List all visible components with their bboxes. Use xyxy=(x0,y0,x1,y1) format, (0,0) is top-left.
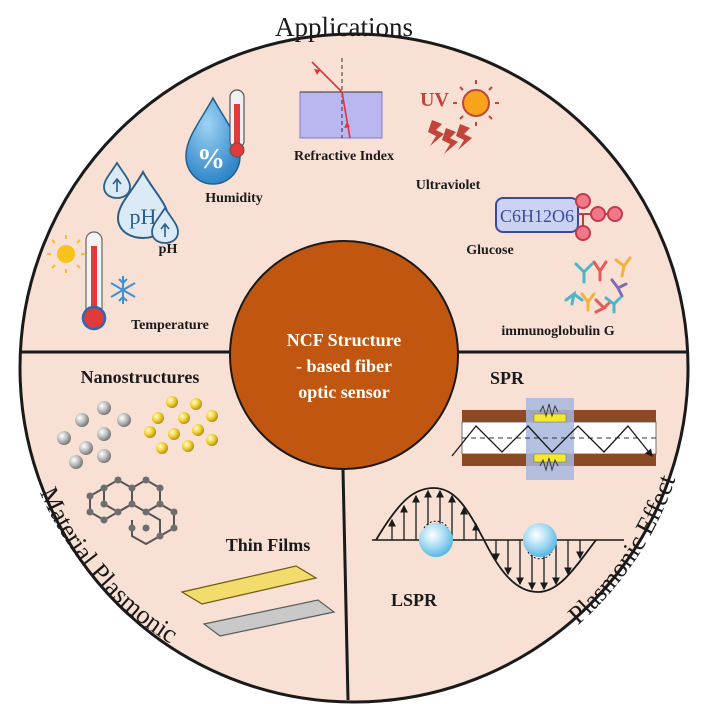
lspr-particle-right xyxy=(523,523,557,557)
gold-nanoparticles-icon xyxy=(144,396,218,454)
center-circle xyxy=(229,240,459,470)
label-ultraviolet: Ultraviolet xyxy=(416,178,481,193)
center-title-line2: - based fiber xyxy=(296,356,392,376)
silver-nanoparticles-icon xyxy=(57,401,131,469)
sun-icon xyxy=(47,235,85,273)
lspr-particle-left xyxy=(419,523,453,557)
silver-thin-film xyxy=(202,599,336,637)
antibody-icon xyxy=(564,256,632,314)
lspr-wave-diagram xyxy=(372,487,624,593)
divider-bottom xyxy=(341,469,350,701)
ultraviolet-icon: UV xyxy=(420,80,499,154)
label-nanostructures: Nanostructures xyxy=(81,367,200,387)
graphene-lattice-icon xyxy=(86,476,178,546)
humidity-percent-glyph: % xyxy=(197,144,225,175)
center-title-line1: NCF Structure xyxy=(287,330,401,350)
humidity-icon: % xyxy=(185,89,245,185)
label-glucose: Glucose xyxy=(466,243,513,258)
temperature-icon xyxy=(47,231,136,331)
center-title-line3: optic sensor xyxy=(298,382,390,402)
spr-fiber-diagram xyxy=(451,398,657,480)
snowflake-icon xyxy=(110,276,136,304)
refractive-index-icon xyxy=(299,58,383,139)
glucose-formula: C6H12O6 xyxy=(500,206,574,226)
ph-glyph: pH xyxy=(130,204,157,229)
uv-glyph: UV xyxy=(420,89,449,111)
ph-icon: pH xyxy=(103,161,179,244)
label-ph: pH xyxy=(159,242,178,257)
glucose-icon: C6H12O6 xyxy=(495,193,623,241)
label-refractive-index: Refractive Index xyxy=(294,149,394,164)
label-lspr: LSPR xyxy=(391,590,438,610)
label-immunoglobulin-g: immunoglobulin G xyxy=(501,324,614,339)
label-temperature: Temperature xyxy=(131,318,209,333)
label-humidity: Humidity xyxy=(205,191,263,206)
gold-thin-film xyxy=(180,565,318,605)
label-spr: SPR xyxy=(490,368,525,388)
section-title-applications: Applications xyxy=(275,12,413,42)
label-thin-films: Thin Films xyxy=(226,535,311,555)
